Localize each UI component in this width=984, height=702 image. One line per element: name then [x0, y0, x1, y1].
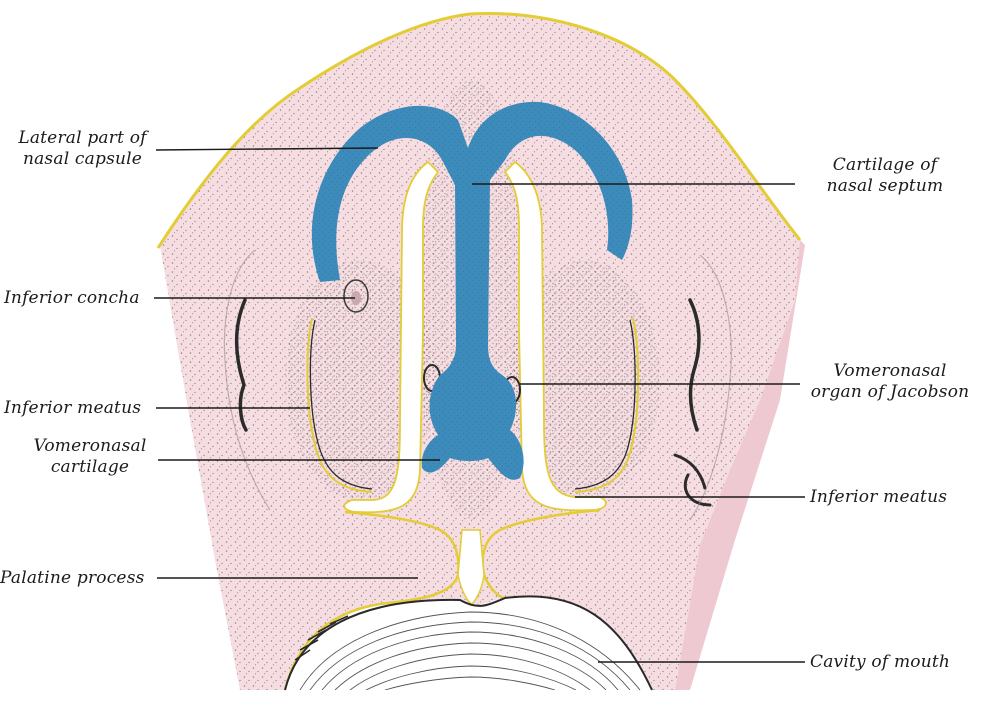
label-vomeronasal-organ-of-jacobson: Vomeronasal organ of Jacobson — [810, 361, 970, 402]
label-cartilage-of-nasal-septum: Cartilage of nasal septum — [826, 155, 944, 196]
right-lateral-gland — [688, 298, 701, 432]
left-lateral-gland — [234, 298, 248, 432]
right-inferior-meatus-outline — [574, 317, 640, 493]
leader-lateral-part — [155, 147, 379, 151]
mouth-tongue-lines — [299, 611, 641, 690]
label-inferior-meatus-left: Inferior meatus — [4, 398, 142, 418]
left-palatine-outline — [283, 510, 460, 691]
label-inferior-concha: Inferior concha — [4, 288, 140, 308]
outer-outline — [156, 12, 802, 249]
left-inferior-meatus-outline — [306, 317, 373, 493]
label-palatine-process: Palatine process — [0, 568, 145, 588]
right-pink-band — [675, 240, 805, 690]
inferior-concha-left-inner — [351, 291, 361, 305]
left-lateral-arc — [223, 249, 271, 511]
right-lateral-arc — [689, 254, 732, 521]
dense-zone-right — [510, 260, 660, 500]
dense-zone-left — [285, 260, 435, 500]
cartilage-stipple — [311, 101, 633, 480]
left-inferior-meatus-dark — [309, 319, 373, 490]
label-lateral-part-of-nasal-capsule: Lateral part of nasal capsule — [18, 128, 147, 169]
label-cavity-of-mouth: Cavity of mouth — [810, 652, 951, 672]
mouth-hatching-left — [294, 615, 349, 661]
label-vomeronasal-cartilage: Vomeronasal cartilage — [33, 436, 147, 477]
left-nasal-passage — [343, 160, 440, 514]
inferior-concha-left — [343, 279, 369, 313]
label-inferior-meatus-right: Inferior meatus — [810, 487, 948, 507]
right-nasal-passage — [503, 160, 607, 512]
leader-lines — [154, 147, 805, 663]
right-inferior-meatus-dark — [574, 319, 636, 490]
right-lateral-gland-lower — [673, 453, 712, 507]
